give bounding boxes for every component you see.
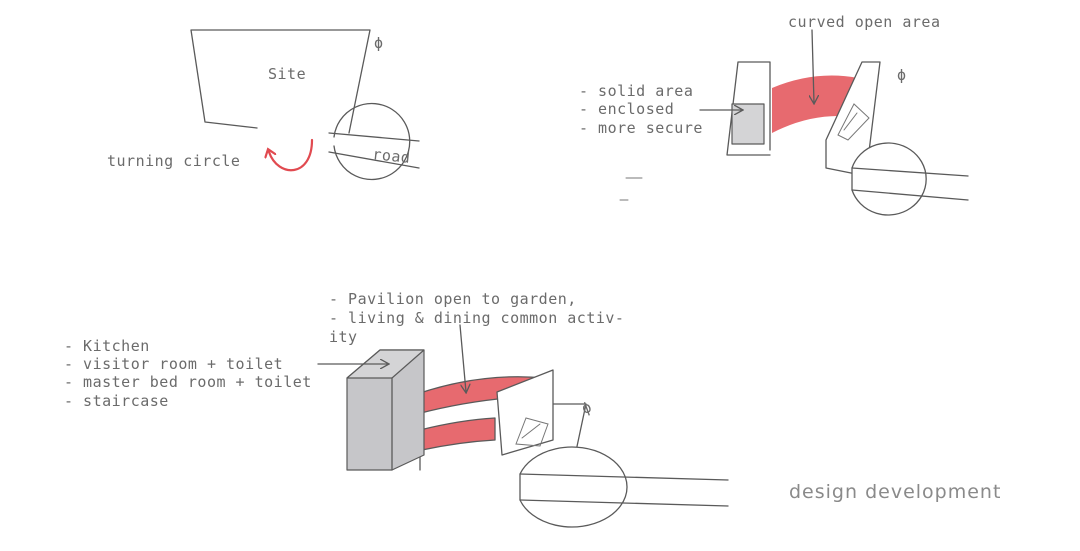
driveway-road: [519, 473, 729, 507]
pavilion-arrow: [459, 324, 466, 392]
driveway-road: [851, 167, 969, 201]
turning-circle-shape: [333, 102, 411, 181]
design-development-caption: design development: [789, 481, 1001, 503]
curved-area-arrow: [812, 29, 814, 103]
pavilion-side-wall: [496, 369, 554, 456]
site-label: Site: [268, 65, 306, 83]
wall-glazing-icon: [515, 417, 549, 447]
sketch-massing-concept: curved open area - solid area - enclosed…: [579, 13, 969, 216]
north-arrow-icon: ϕ: [579, 398, 594, 418]
program-note-4: - staircase: [64, 392, 169, 410]
curved-open-area-label: curved open area: [788, 13, 941, 31]
driveway-circle: [851, 142, 927, 216]
program-note-3: - master bed room + toilet: [64, 373, 312, 391]
sketch-3d-massing: - Pavilion open to garden, - living & di…: [64, 290, 729, 528]
north-arrow-icon: ϕ: [897, 66, 907, 84]
solid-area-note-3: - more secure: [579, 119, 703, 137]
pavilion-floor-edges: [419, 417, 496, 451]
wedge-glazing-icon: [837, 103, 870, 141]
left-wall-outline: [726, 61, 771, 156]
solid-area-note-2: - enclosed: [579, 100, 674, 118]
north-arrow-icon: ϕ: [374, 34, 384, 52]
program-note-1: - Kitchen: [64, 337, 150, 355]
stray-marks: [619, 177, 643, 201]
road-label: road: [372, 145, 412, 167]
turning-arrow: [269, 138, 314, 172]
program-note-2: - visitor room + toilet: [64, 355, 283, 373]
driveway-circle: [519, 446, 628, 528]
pavilion-note-3: ity: [329, 328, 358, 346]
site-boundary: [190, 29, 371, 134]
road-lines: [328, 132, 420, 169]
turning-circle-label: turning circle: [107, 152, 240, 170]
sketch-site-plan: Site road turning circle ϕ: [107, 29, 420, 181]
solid-area-note-1: - solid area: [579, 82, 693, 100]
pavilion-note-2: - living & dining common activ-: [329, 309, 624, 327]
pavilion-note-1: - Pavilion open to garden,: [329, 290, 577, 308]
